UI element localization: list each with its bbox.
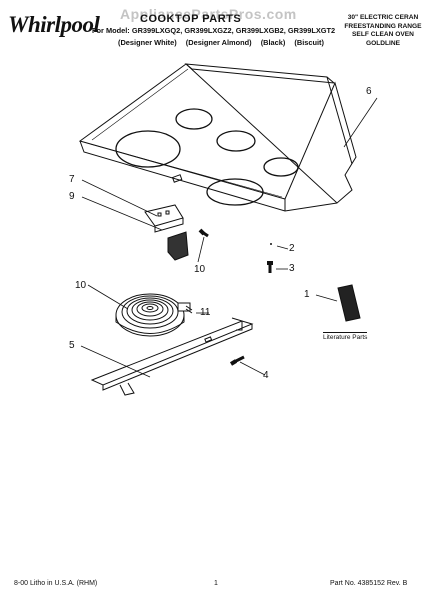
variant-label: (Designer Almond) xyxy=(185,38,252,47)
callout-2: 2 xyxy=(289,243,295,254)
page-number: 1 xyxy=(214,580,218,587)
product-line: 30" ELECTRIC CERAN xyxy=(347,14,419,21)
callout-5: 7 xyxy=(69,174,75,185)
cooktop-assembly xyxy=(78,63,357,212)
variant-label: (Black) xyxy=(260,38,286,47)
callout-10: 4 xyxy=(263,370,269,381)
part-number: Part No. 4385152 Rev. B xyxy=(330,580,408,587)
literature-booklet xyxy=(337,284,361,322)
model-list: For Model: GR399LXGQ2, GR399LXGZ2, GR399… xyxy=(92,26,336,35)
watermark: AppliancePartsPros.com xyxy=(120,6,297,22)
variant-label: (Biscuit) xyxy=(294,38,324,47)
color-variants: (Designer White) (Designer Almond) (Blac… xyxy=(118,38,331,47)
page-title: COOKTOP PARTS xyxy=(140,13,242,25)
literature-parts-label: Literature Parts xyxy=(323,332,368,341)
callout-11: 11 xyxy=(200,307,211,318)
callout-10: 10 xyxy=(194,264,206,275)
callout-6: 9 xyxy=(69,191,75,202)
product-line: GOLDLINE xyxy=(365,39,401,47)
terminal-block xyxy=(144,204,184,233)
burner-ring xyxy=(263,157,299,177)
screw-icon xyxy=(267,261,273,273)
product-line: FREESTANDING RANGE xyxy=(344,22,422,30)
burner-ring xyxy=(206,178,264,206)
callout-7: 10 xyxy=(75,280,87,291)
screw-icon xyxy=(198,228,209,238)
litho-note: 8-00 Litho in U.S.A. (RHM) xyxy=(14,580,98,587)
screw-icon xyxy=(229,355,245,366)
callout-1: 1 xyxy=(304,289,310,300)
product-line: SELF CLEAN OVEN xyxy=(352,31,414,39)
callout-9: 5 xyxy=(69,340,75,351)
product-description: 30" ELECTRIC CERAN FREESTANDING RANGE SE… xyxy=(336,14,430,48)
heating-element xyxy=(115,293,193,337)
hot-surface-indicator xyxy=(171,174,183,183)
burner-ring xyxy=(216,130,256,152)
burner-ring xyxy=(115,130,181,168)
burner-ring xyxy=(175,108,213,130)
callout-3: 3 xyxy=(289,263,295,274)
whirlpool-logo: Whirlpool xyxy=(8,12,100,37)
mounting-bracket xyxy=(167,231,189,261)
variant-label: (Designer White) xyxy=(118,38,177,47)
callout-4: 6 xyxy=(366,86,372,97)
cooktop-back-rail xyxy=(184,63,336,84)
